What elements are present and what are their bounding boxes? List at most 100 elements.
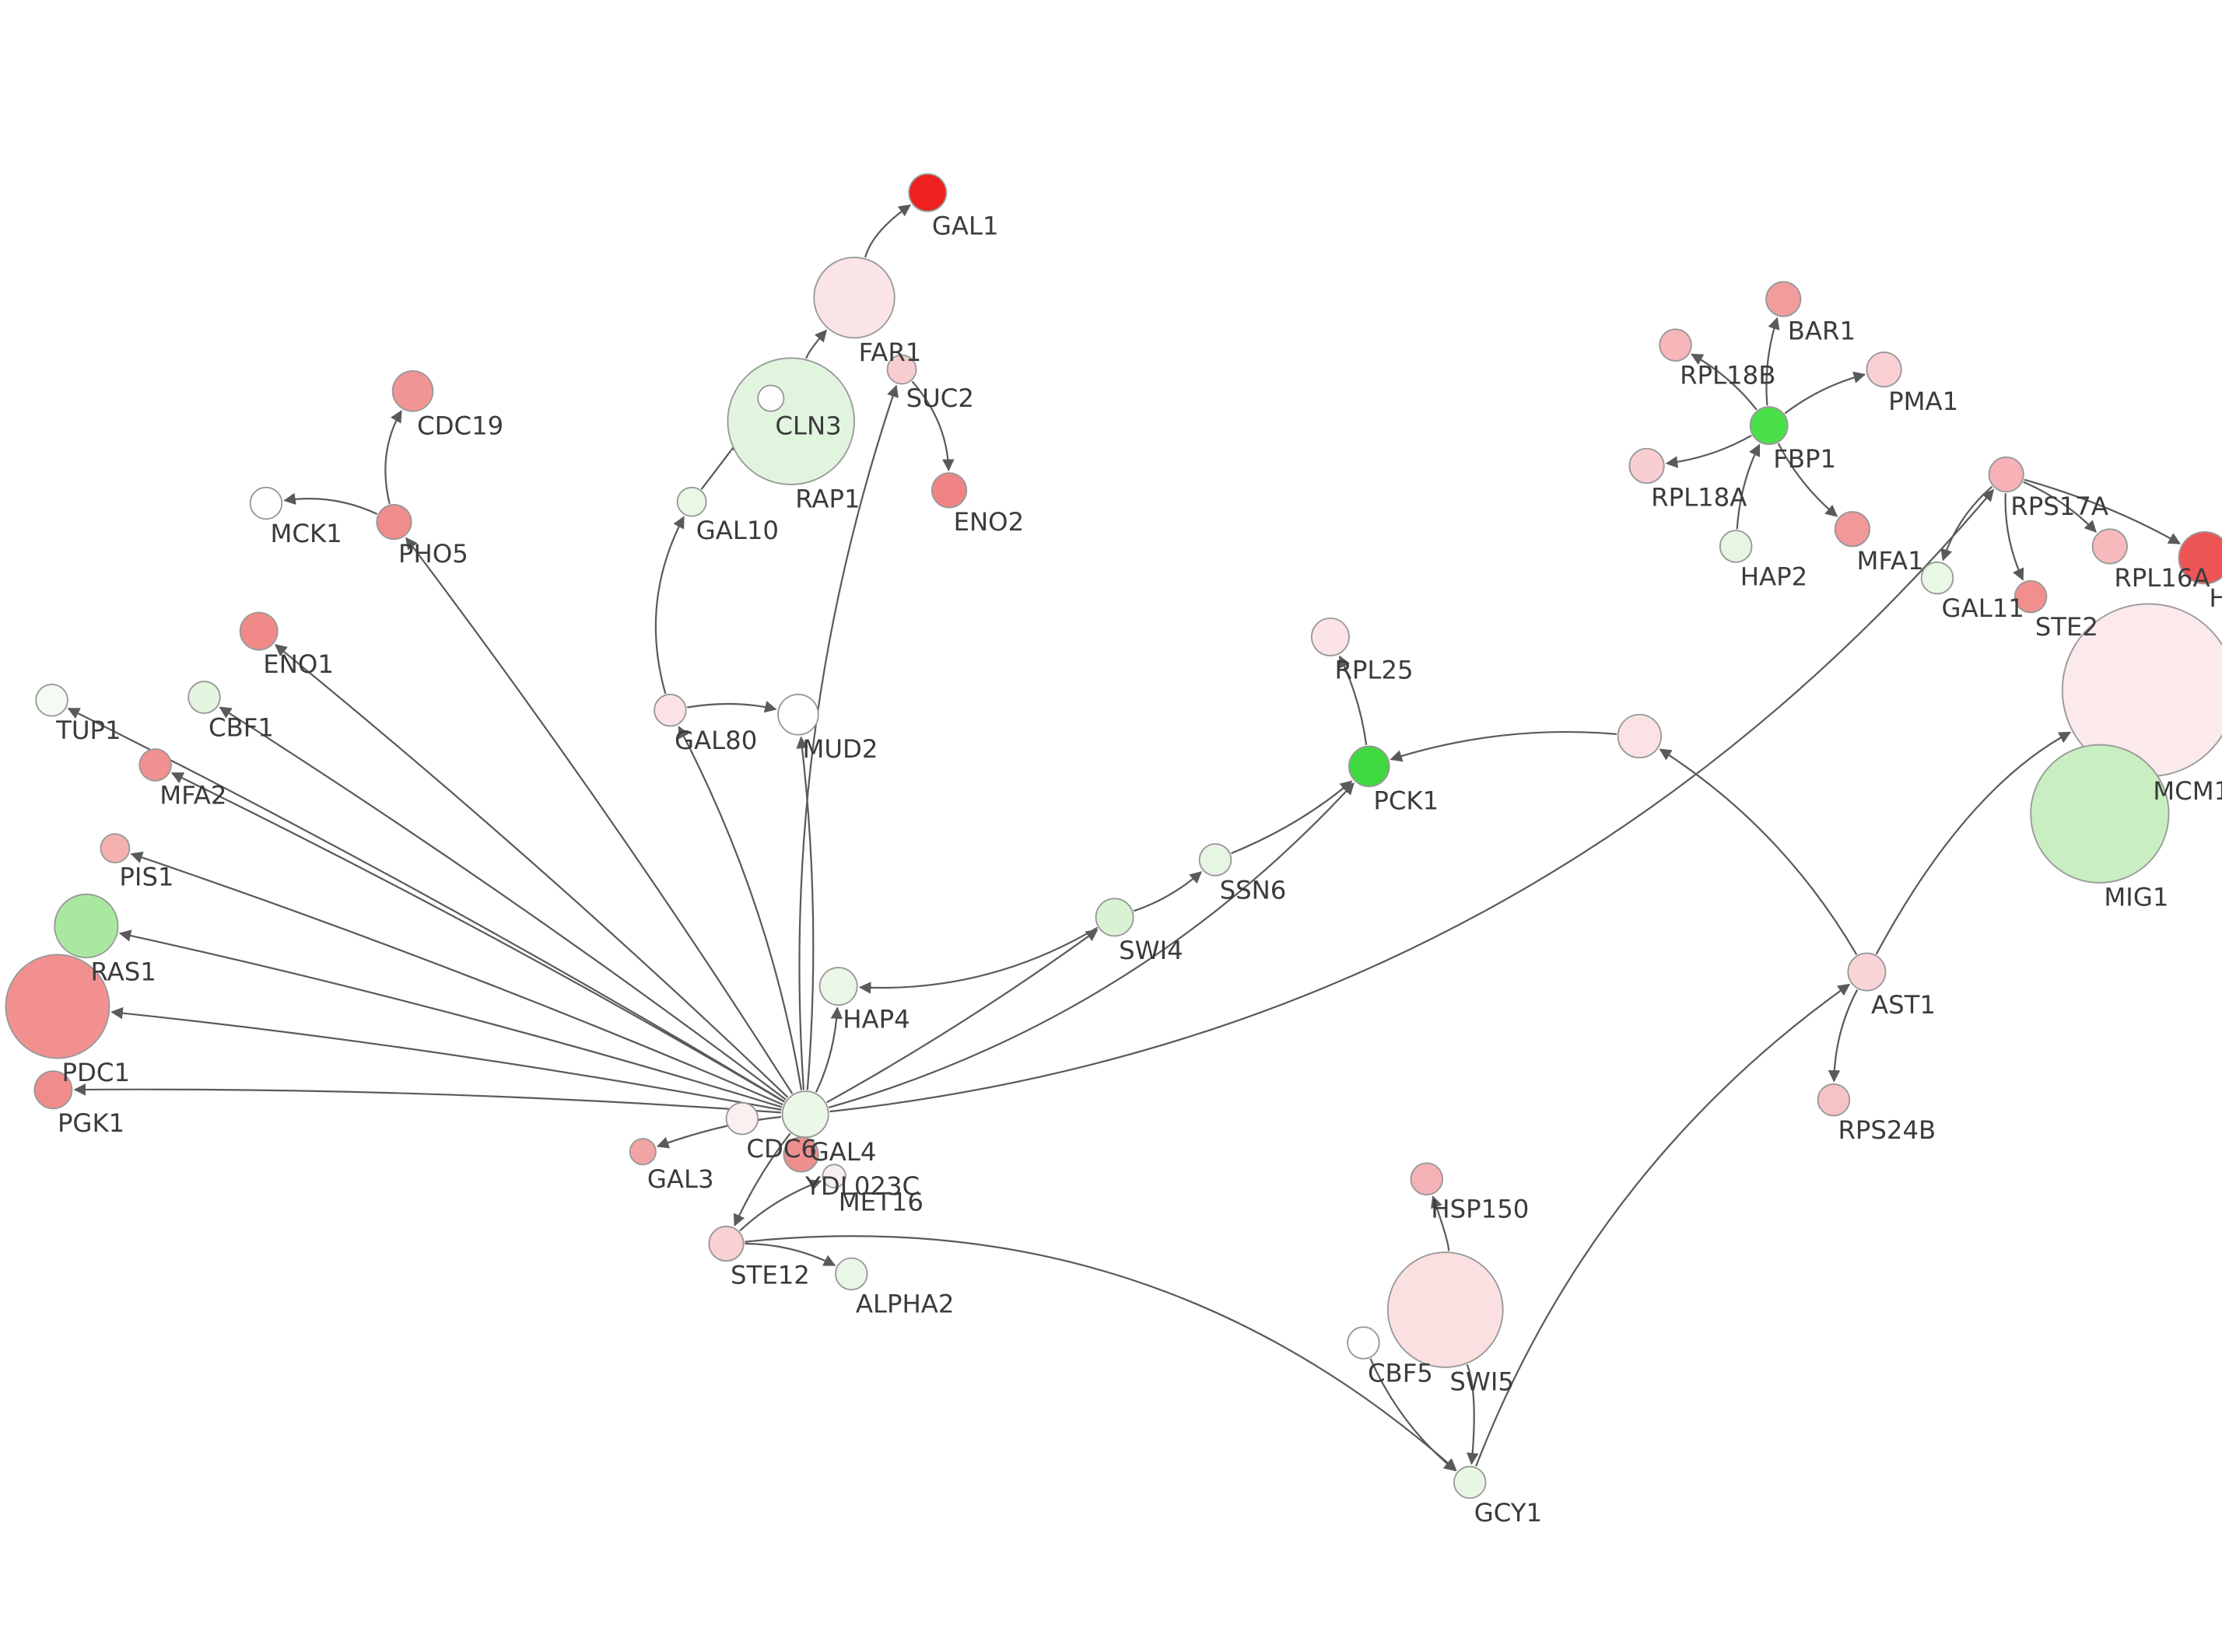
node-rps24b[interactable] xyxy=(1817,1083,1851,1117)
node-bar1[interactable] xyxy=(1765,281,1802,317)
node-eno1[interactable] xyxy=(239,611,279,651)
edge-GAL4-TUP1 xyxy=(67,707,785,1103)
node-label-pma1: PMA1 xyxy=(1888,387,1958,416)
edge-FBP1-BAR1 xyxy=(1765,317,1780,406)
node-label-rps24b: RPS24B xyxy=(1838,1115,1936,1145)
node-rpl18a[interactable] xyxy=(1628,447,1665,485)
node-eno2[interactable] xyxy=(931,472,968,509)
edge-GAL4-MUD2 xyxy=(796,736,815,1090)
node-rpl25[interactable] xyxy=(1310,617,1350,656)
edge-GAL4-RPS17A xyxy=(829,488,1995,1113)
edge-FAR1-GAL1 xyxy=(864,204,912,258)
node-label-hap2: HAP2 xyxy=(1740,562,1808,591)
node-gal80[interactable] xyxy=(654,693,687,727)
edge-GAL4-CBF1 xyxy=(219,706,787,1101)
edge-GAL4-MFA2 xyxy=(170,772,785,1103)
node-pis1[interactable] xyxy=(100,833,131,864)
node-hap4[interactable] xyxy=(818,967,858,1006)
edge-GAL4-PHO5 xyxy=(405,537,794,1094)
node-cln3[interactable] xyxy=(757,384,785,412)
node-mig1[interactable] xyxy=(2030,744,2170,884)
node-label-bar1: BAR1 xyxy=(1788,316,1856,345)
edge-AST1-UNNAMED1 xyxy=(1659,748,1858,955)
edge-RPS17A-GAL11 xyxy=(1940,485,1993,562)
node-suc2[interactable] xyxy=(886,354,917,385)
node-label-fbp1: FBP1 xyxy=(1773,444,1836,474)
edge-RPS17A-STE2 xyxy=(2004,493,2024,581)
node-label-ste12: STE12 xyxy=(731,1261,810,1290)
node-gal1[interactable] xyxy=(908,173,948,212)
node-tup1[interactable] xyxy=(35,683,68,717)
node-ste12[interactable] xyxy=(708,1225,745,1262)
edge-PHO5-MCK1 xyxy=(283,492,378,515)
node-label-gal1: GAL1 xyxy=(932,211,999,240)
node-label-mig1: MIG1 xyxy=(2104,883,2168,912)
node-gal11[interactable] xyxy=(1920,561,1954,595)
edge-PHO5-CDC19 xyxy=(384,410,402,505)
node-met16[interactable] xyxy=(822,1164,846,1188)
node-ras1[interactable] xyxy=(54,893,119,959)
edge-STE12-GCY1 xyxy=(745,1235,1457,1471)
node-rps17a[interactable] xyxy=(1988,456,2024,493)
node-mfa1[interactable] xyxy=(1834,511,1871,548)
edge-STE12-MET16 xyxy=(739,1179,822,1232)
node-cdc19[interactable] xyxy=(391,370,434,412)
node-mfa2[interactable] xyxy=(138,748,172,782)
edge-FBP1-PMA1 xyxy=(1784,371,1866,415)
node-label-ast1: AST1 xyxy=(1871,990,1936,1020)
node-mud2[interactable] xyxy=(777,693,819,736)
node-label-pho5: PHO5 xyxy=(398,539,468,569)
node-rpl18b[interactable] xyxy=(1659,328,1692,362)
node-ast1[interactable] xyxy=(1847,952,1887,992)
node-label-suc2: SUC2 xyxy=(906,383,974,413)
node-ssn6[interactable] xyxy=(1198,843,1232,877)
node-fbp1[interactable] xyxy=(1749,406,1789,446)
edge-GAL4-GAL3 xyxy=(656,1115,782,1149)
node-cbf1[interactable] xyxy=(188,681,221,714)
edge-GAL4-SUC2 xyxy=(798,384,899,1090)
node-cbf5[interactable] xyxy=(1347,1326,1380,1360)
edge-GAL4-PIS1 xyxy=(130,852,783,1106)
node-label-gal3: GAL3 xyxy=(647,1164,714,1194)
node-alpha2[interactable] xyxy=(835,1257,868,1291)
edge-GAL80-MUD2 xyxy=(687,701,777,713)
node-rpl16a[interactable] xyxy=(2091,528,2128,565)
node-gal3[interactable] xyxy=(629,1138,657,1166)
node-pma1[interactable] xyxy=(1866,351,1902,388)
node-pgk1[interactable] xyxy=(33,1070,73,1110)
node-layer xyxy=(5,173,2222,1500)
node-label-rap1: RAP1 xyxy=(795,485,860,514)
node-gcy1[interactable] xyxy=(1453,1465,1487,1500)
node-ste2[interactable] xyxy=(2013,579,2048,614)
node-label-cdc19: CDC19 xyxy=(417,411,503,440)
node-his4[interactable] xyxy=(2178,531,2222,585)
node-ydl023c[interactable] xyxy=(783,1136,819,1173)
edge-GAL4-ENO1 xyxy=(274,644,789,1098)
edge-GAL80-GAL10 xyxy=(654,516,685,695)
node-label-hsp150: HSP150 xyxy=(1431,1195,1529,1224)
node-unnamed1[interactable] xyxy=(1617,713,1662,759)
node-label-pck1: PCK1 xyxy=(1373,786,1439,816)
node-pho5[interactable] xyxy=(376,503,412,541)
node-label-gal11: GAL11 xyxy=(1942,593,2024,623)
node-label-pdc1: PDC1 xyxy=(61,1058,130,1087)
node-mck1[interactable] xyxy=(249,486,283,520)
edge-FBP1-RPL18A xyxy=(1665,434,1752,468)
node-label-gcy1: GCY1 xyxy=(1474,1498,1542,1528)
edge-SWI5-HSP150 xyxy=(1431,1195,1450,1251)
node-pdc1[interactable] xyxy=(5,954,110,1059)
edge-layer xyxy=(67,204,2182,1472)
node-hsp150[interactable] xyxy=(1410,1162,1444,1196)
node-hap2[interactable] xyxy=(1719,530,1753,563)
node-far1[interactable] xyxy=(813,256,895,339)
node-pck1[interactable] xyxy=(1348,745,1390,788)
node-rap1[interactable] xyxy=(727,357,855,485)
node-cdc6[interactable] xyxy=(725,1101,759,1136)
node-gal10[interactable] xyxy=(676,486,707,517)
node-swi4[interactable] xyxy=(1095,898,1134,937)
edge-GAL10-RAP1 xyxy=(700,439,744,490)
node-gal4[interactable] xyxy=(781,1090,829,1139)
node-swi5[interactable] xyxy=(1386,1251,1504,1368)
